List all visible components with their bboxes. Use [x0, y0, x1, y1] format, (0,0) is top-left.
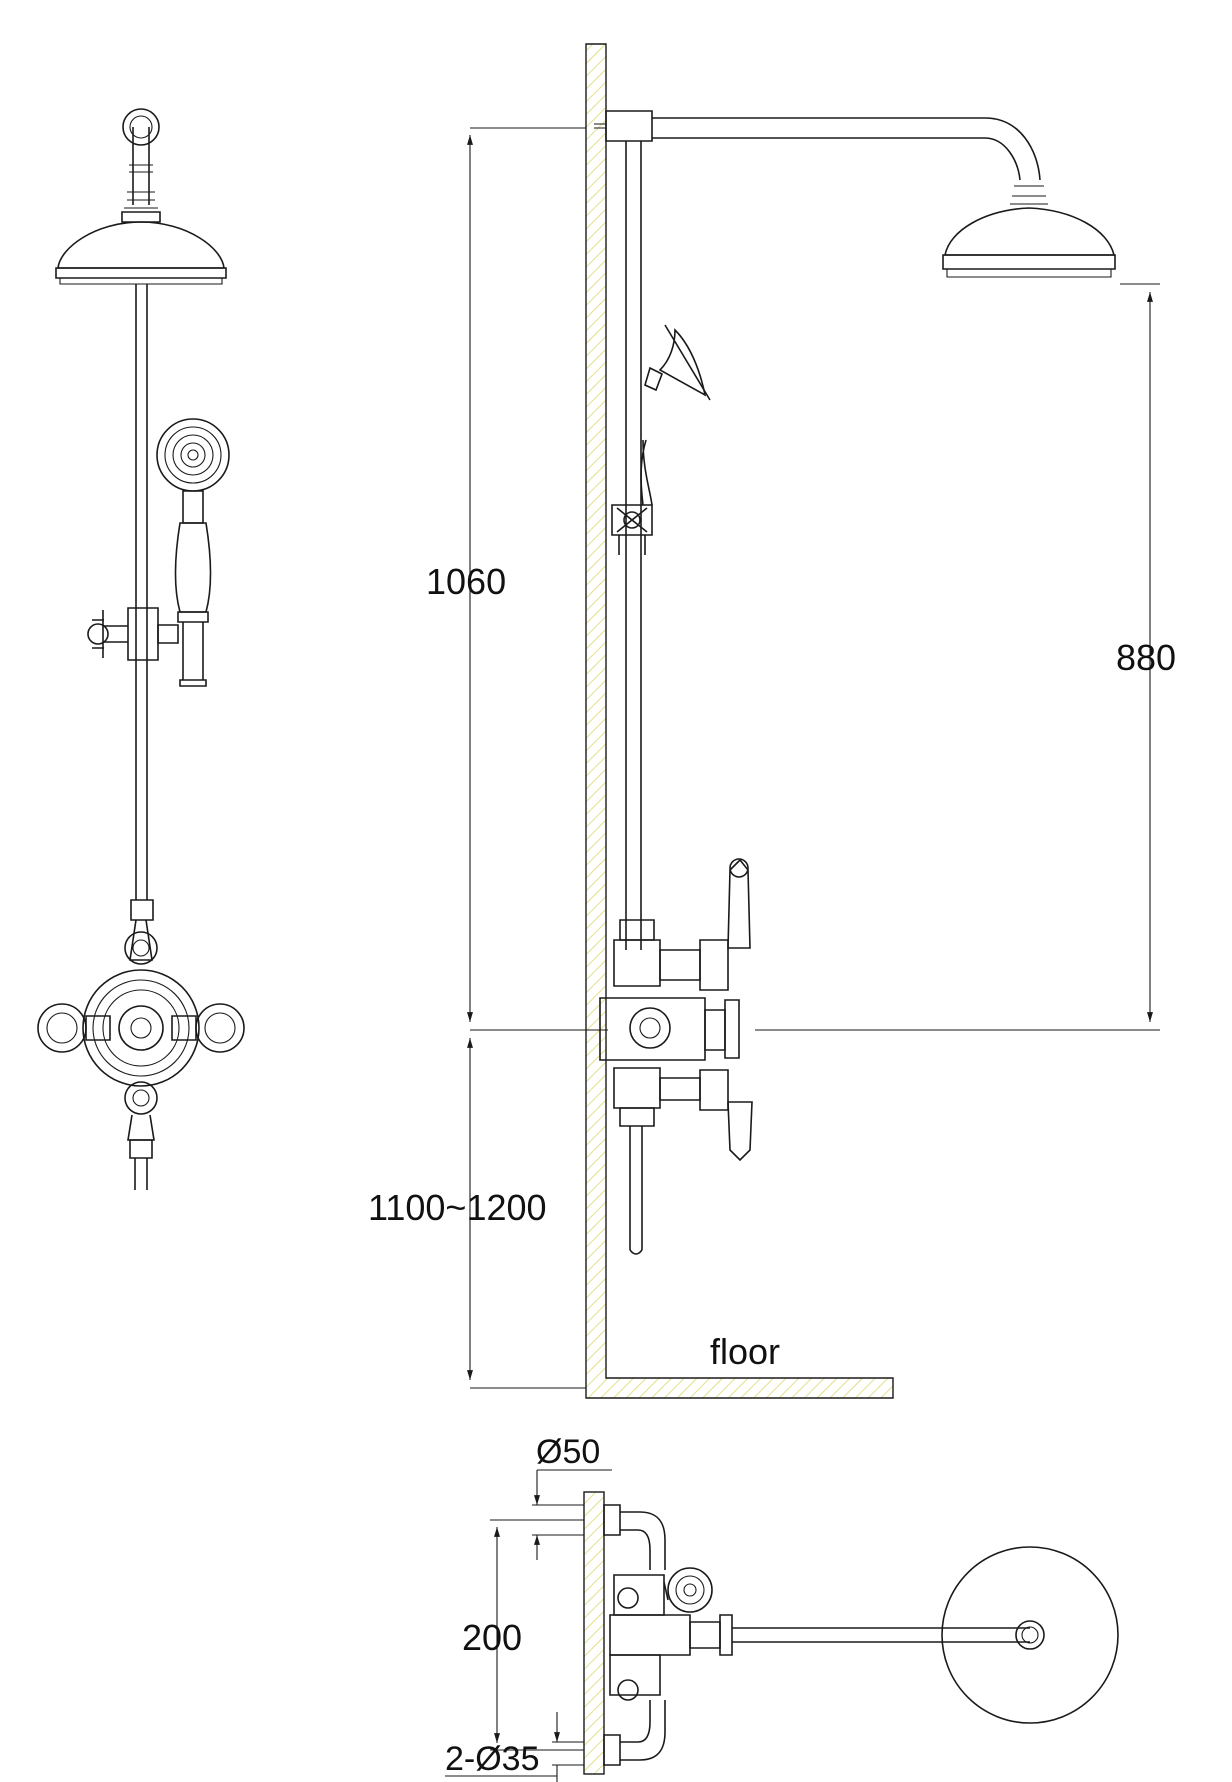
dim-1100-1200: 1100~1200 — [368, 1187, 547, 1228]
floor-label: floor — [710, 1331, 780, 1372]
dimension-lines — [467, 127, 1160, 1389]
dim-200: 200 — [462, 1617, 522, 1658]
side-view — [585, 43, 1116, 1399]
front-view — [37, 108, 245, 1190]
wall-section — [585, 43, 894, 1399]
dim-880: 880 — [1116, 637, 1176, 678]
top-view — [583, 1491, 1119, 1775]
dim-1060: 1060 — [426, 561, 506, 602]
dim-flange-diameter: Ø50 — [536, 1433, 600, 1471]
dim-pipe-diameter: 2-Ø35 — [445, 1740, 540, 1778]
top-view-dimensions — [445, 1469, 612, 1782]
